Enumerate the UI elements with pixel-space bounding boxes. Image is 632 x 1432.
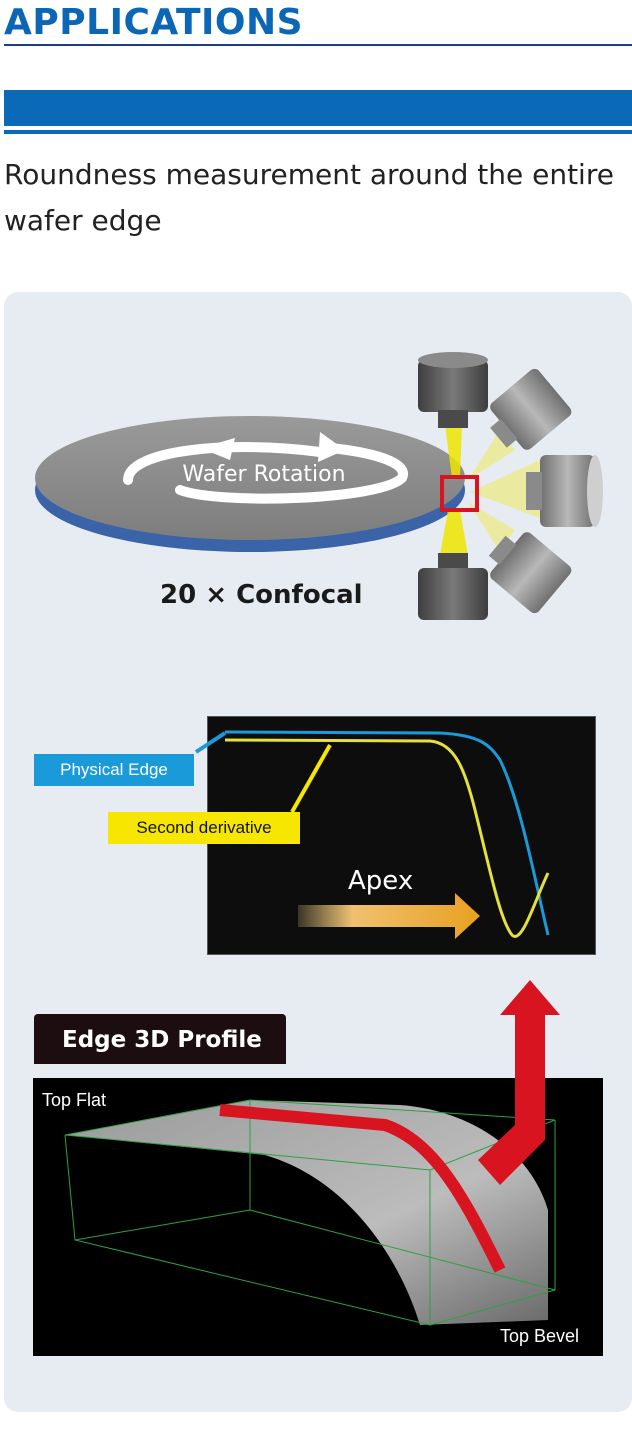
page-title: APPLICATIONS [4,2,304,43]
second-derivative-tag: Second derivative [108,812,300,844]
confocal-head-right [526,455,603,527]
confocal-head-bottom [418,553,488,620]
edge-3d-profile-tab: Edge 3D Profile [34,1014,286,1064]
section-bar-underline [4,130,632,134]
section-bar [4,90,632,126]
confocal-head-top [418,352,488,428]
confocal-label: 20 × Confocal [160,580,363,610]
wafer-rotation-label: Wafer Rotation [182,462,345,487]
title-underline [4,44,632,46]
rotation-arrow [123,442,325,485]
lead-text: Roundness measurement around the entire … [4,158,614,237]
top-bevel-label: Top Bevel [500,1326,580,1346]
confocal-head-lower-right [488,532,572,614]
edge-3d-profile-view [33,1078,603,1356]
physical-edge-tag: Physical Edge [34,754,194,786]
confocal-head-upper-right [490,368,572,450]
top-flat-label: Top Flat [42,1090,107,1110]
measurement-spot [440,475,479,512]
apex-label: Apex [348,866,414,896]
wafer [35,416,465,552]
